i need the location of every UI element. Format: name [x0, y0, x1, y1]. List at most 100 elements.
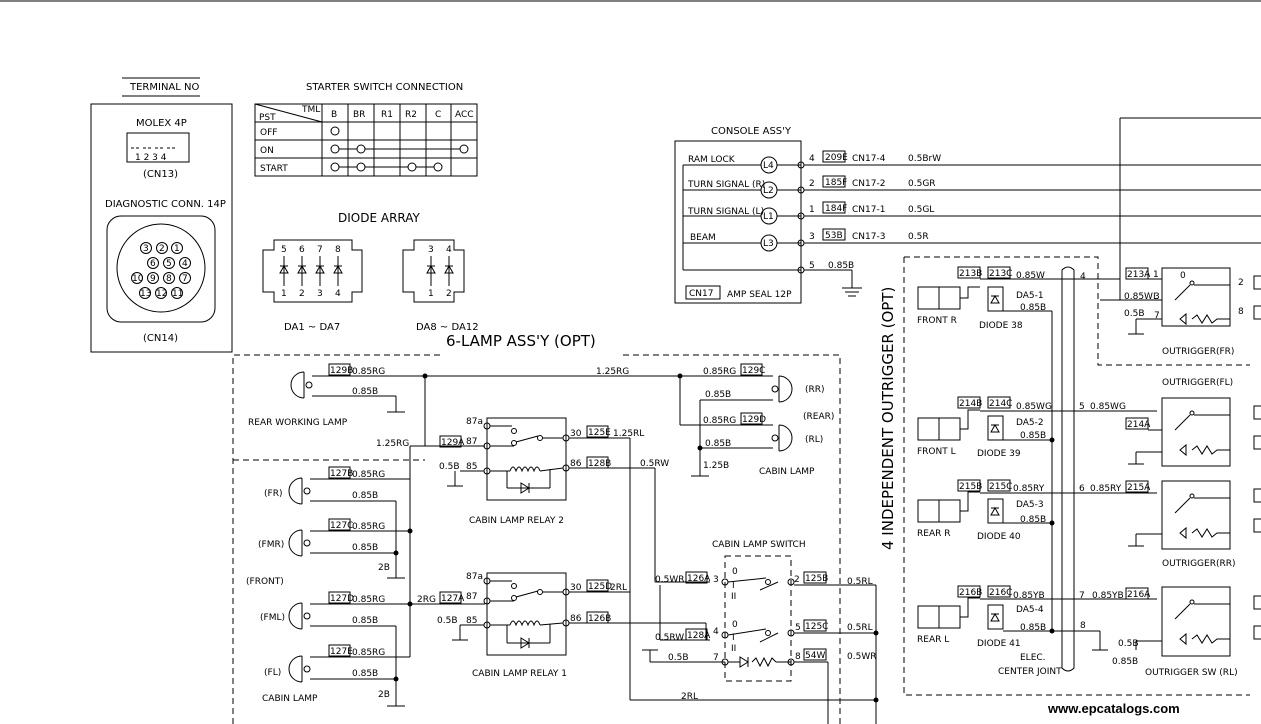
svg-text:TML: TML — [301, 105, 320, 115]
svg-text:0.85B: 0.85B — [705, 439, 731, 449]
svg-text:FRONT L: FRONT L — [917, 447, 956, 457]
svg-text:30: 30 — [570, 583, 582, 593]
svg-text:8: 8 — [1080, 621, 1086, 631]
svg-text:DA5-2: DA5-2 — [1016, 418, 1044, 428]
front-lamps: (FR) (FMR) (FRONT) (FML) (FL) CABIN LAMP… — [246, 466, 485, 707]
svg-text:2: 2 — [794, 575, 800, 585]
diode-array: DIODE ARRAY 5 6 7 8 1 2 3 4 DA1 ~ DA7 3 … — [262, 211, 479, 333]
svg-text:0: 0 — [732, 620, 738, 630]
svg-text:0.5R: 0.5R — [908, 232, 929, 242]
svg-text:1.25RL: 1.25RL — [613, 429, 644, 439]
svg-text:0.85B: 0.85B — [352, 387, 378, 397]
svg-text:4: 4 — [1080, 272, 1086, 282]
svg-text:128B: 128B — [588, 459, 611, 469]
svg-text:II: II — [731, 644, 736, 654]
svg-text:4: 4 — [335, 289, 341, 299]
starter-title: STARTER SWITCH CONNECTION — [306, 82, 463, 93]
svg-text:DA5-4: DA5-4 — [1016, 605, 1044, 615]
svg-text:OUTRIGGER SW (RL): OUTRIGGER SW (RL) — [1145, 668, 1238, 678]
svg-text:L1: L1 — [763, 212, 774, 222]
outrigger-ch-fr: FRONT R 213B 213C 0.85W DA5-1 0.85B DIOD… — [917, 266, 1120, 331]
svg-text:CENTER JOINT: CENTER JOINT — [998, 667, 1062, 677]
svg-text:0.5GR: 0.5GR — [908, 179, 936, 189]
svg-text:(FR): (FR) — [264, 489, 282, 499]
cn14-label: (CN14) — [143, 333, 178, 344]
svg-text:0.5RL: 0.5RL — [847, 577, 873, 587]
svg-text:7: 7 — [317, 245, 323, 255]
svg-text:125D: 125D — [588, 582, 612, 592]
svg-text:5: 5 — [809, 261, 815, 271]
svg-text:185F: 185F — [825, 178, 847, 188]
svg-text:TURN SIGNAL (R): TURN SIGNAL (R) — [687, 180, 765, 190]
svg-text:12: 12 — [156, 289, 167, 299]
svg-text:(REAR): (REAR) — [803, 412, 834, 422]
svg-text:215C: 215C — [989, 482, 1012, 492]
svg-text:213A: 213A — [1127, 270, 1151, 280]
diode-array-title: DIODE ARRAY — [338, 211, 421, 225]
svg-text:0.85B: 0.85B — [1020, 623, 1046, 633]
svg-text:CABIN LAMP: CABIN LAMP — [262, 694, 318, 704]
svg-text:213B: 213B — [959, 269, 982, 279]
svg-text:B: B — [331, 110, 337, 120]
diag-pins: 1 2 3 4 5 6 7 8 9 10 11 12 13 — [131, 242, 191, 299]
svg-text:5: 5 — [795, 623, 801, 633]
svg-text:CABIN LAMP SWITCH: CABIN LAMP SWITCH — [712, 540, 806, 550]
svg-text:214B: 214B — [959, 399, 982, 409]
svg-text:9: 9 — [150, 274, 156, 284]
svg-text:REAR R: REAR R — [917, 529, 950, 539]
svg-text:129D: 129D — [742, 415, 766, 425]
svg-text:2: 2 — [809, 179, 815, 189]
svg-text:127B: 127B — [330, 469, 353, 479]
svg-text:0.5B: 0.5B — [1124, 309, 1145, 319]
svg-text:127E: 127E — [330, 647, 353, 657]
svg-text:0.85B: 0.85B — [1020, 515, 1046, 525]
svg-text:0.85RG: 0.85RG — [703, 416, 736, 426]
svg-text:0.85B: 0.85B — [705, 390, 731, 400]
svg-text:4: 4 — [446, 245, 452, 255]
svg-text:6: 6 — [299, 245, 305, 255]
outrigger-title: 4 INDEPENDENT OUTRIGGER (OPT) — [879, 287, 897, 550]
svg-text:FRONT R: FRONT R — [917, 316, 957, 326]
svg-text:0.5WR: 0.5WR — [847, 652, 876, 662]
svg-text:1: 1 — [428, 289, 434, 299]
console-title: CONSOLE ASS'Y — [711, 126, 792, 137]
terminal-no-panel: TERMINAL NO MOLEX 4P 1 2 3 4 (CN13) DIAG… — [90, 77, 233, 353]
svg-text:I: I — [732, 633, 735, 643]
svg-text:87: 87 — [466, 437, 477, 447]
svg-text:3: 3 — [317, 289, 323, 299]
svg-text:125C: 125C — [805, 622, 828, 632]
svg-text:OUTRIGGER(FR): OUTRIGGER(FR) — [1162, 347, 1234, 357]
svg-text:216B: 216B — [959, 588, 982, 598]
svg-text:0.85RG: 0.85RG — [352, 470, 385, 480]
svg-text:0.85YB: 0.85YB — [1092, 591, 1124, 601]
svg-text:START: START — [260, 164, 288, 174]
svg-text:3: 3 — [1154, 292, 1160, 302]
svg-text:0.5B: 0.5B — [668, 653, 689, 663]
svg-text:OFF: OFF — [260, 128, 277, 138]
svg-text:0.5WR: 0.5WR — [655, 575, 684, 585]
svg-text:R1: R1 — [381, 110, 393, 120]
svg-text:216C: 216C — [989, 588, 1012, 598]
svg-text:0.5BrW: 0.5BrW — [908, 154, 941, 164]
svg-text:127C: 127C — [330, 521, 353, 531]
svg-text:CN17: CN17 — [689, 289, 713, 299]
svg-text:CABIN LAMP RELAY 2: CABIN LAMP RELAY 2 — [469, 516, 564, 526]
svg-text:129C: 129C — [742, 366, 765, 376]
svg-text:L2: L2 — [763, 186, 774, 196]
svg-text:86: 86 — [570, 614, 582, 624]
svg-text:1.25B: 1.25B — [703, 461, 729, 471]
watermark: www.epcatalogs.com — [1047, 701, 1180, 716]
svg-text:0.85RG: 0.85RG — [352, 522, 385, 532]
svg-text:213C: 213C — [989, 269, 1012, 279]
svg-text:0.5RW: 0.5RW — [655, 633, 684, 643]
svg-text:209E: 209E — [825, 153, 848, 163]
svg-text:214C: 214C — [989, 399, 1012, 409]
svg-text:126A: 126A — [687, 574, 711, 584]
svg-text:L4: L4 — [763, 161, 774, 171]
svg-text:3: 3 — [143, 244, 149, 254]
svg-text:(FRONT): (FRONT) — [246, 577, 284, 587]
svg-text:4: 4 — [182, 259, 188, 269]
svg-text:0.5B: 0.5B — [1118, 639, 1139, 649]
svg-text:8: 8 — [795, 652, 801, 662]
